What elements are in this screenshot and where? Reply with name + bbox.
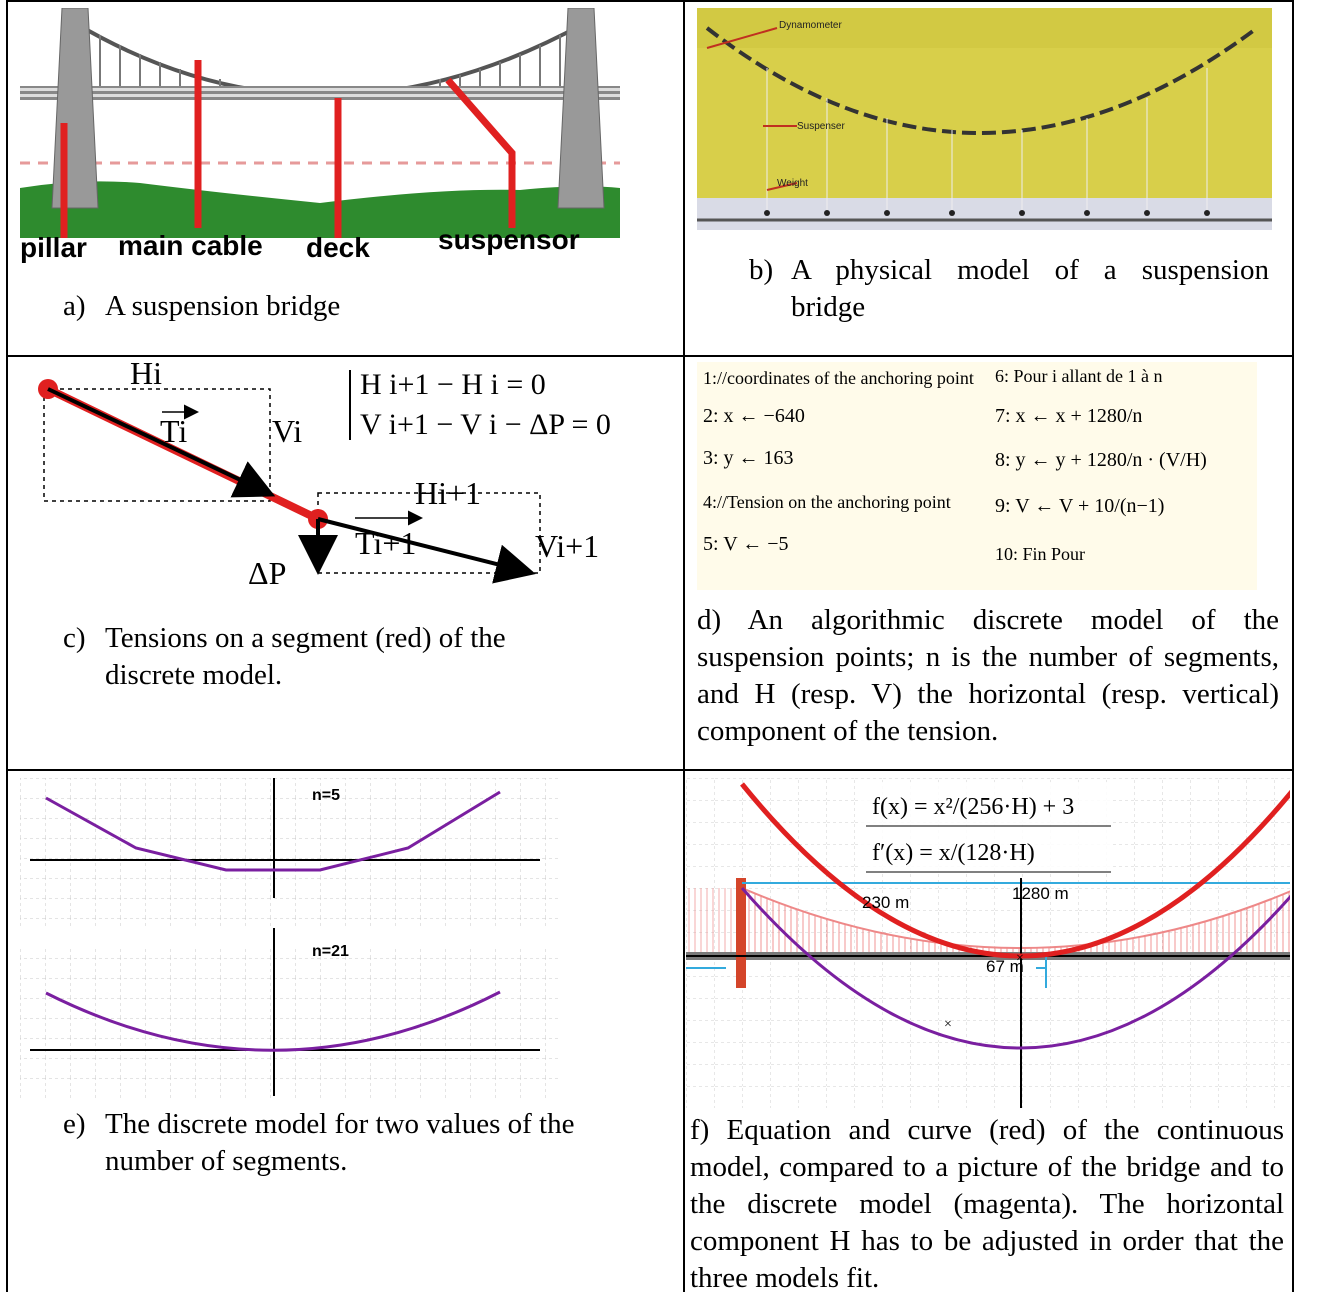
caption-b-line1: A physical model of a suspension: [791, 252, 1269, 289]
algo-line-8: 8: y ← y + 1280/n · (V/H): [995, 450, 1207, 470]
equation-1: H i+1 − H i = 0: [360, 368, 546, 401]
table-border-row1: [6, 355, 1294, 357]
main-cable-line: [75, 23, 585, 96]
algo-line-1: 1://coordinates of the anchoring point: [703, 368, 974, 388]
algo-line-2: 2: x ← −640: [703, 406, 805, 426]
equation-2: V i+1 − V i − ΔP = 0: [360, 408, 611, 441]
label-230m: 230 m: [862, 893, 909, 912]
caption-b: b) A physical model of a suspension brid…: [749, 252, 1269, 326]
algo-line-3: 3: y ← 163: [703, 448, 794, 468]
svg-text:×: ×: [944, 1017, 952, 1032]
caption-a-text: A suspension bridge: [105, 290, 340, 322]
panel-b: Dynamometer Suspenser Weight b) A physic…: [697, 8, 1272, 348]
caption-e-line1: The discrete model for two values of the: [105, 1106, 574, 1143]
panel-f: × × 230 m 1280 m 67 m f(x) = x²/(256·H) …: [686, 778, 1290, 1288]
algo-line-10: 10: Fin Pour: [995, 544, 1085, 564]
caption-e: e) The discrete model for two values of …: [63, 1106, 574, 1180]
label-67m: 67 m: [986, 957, 1024, 976]
plot2-label: n=21: [312, 943, 349, 960]
caption-c-line1: Tensions on a segment (red) of the: [105, 620, 506, 657]
table-border-top: [6, 0, 1294, 2]
label-ti1: Ti+1: [355, 525, 416, 561]
table-border-row2: [6, 769, 1294, 771]
algo-line-5: 5: V ← −5: [703, 534, 789, 554]
label-dp: ΔP: [248, 555, 286, 591]
bridge-labels: pillar main cable deck suspensor: [20, 230, 620, 270]
label-pillar: pillar: [20, 232, 87, 264]
label-hi: Hi: [130, 362, 162, 391]
caption-e-line2: number of segments.: [105, 1143, 574, 1180]
caption-f: f) Equation and curve (red) of the conti…: [690, 1112, 1284, 1297]
label-hi1: Hi+1: [415, 475, 481, 511]
label-weight: Weight: [777, 178, 808, 189]
label-vi: Vi: [272, 413, 302, 449]
algo-line-7: 7: x ← x + 1280/n: [995, 406, 1142, 426]
label-ti: Ti: [160, 413, 187, 449]
table-border-middle: [683, 0, 685, 1292]
table-border-left: [6, 0, 8, 1292]
panel-c: Hi Ti Vi Hi+1 Ti+1 Vi+1 ΔP H i+1 − H i =…: [20, 362, 670, 762]
pillar-left-shape: [52, 8, 98, 208]
caption-c: c) Tensions on a segment (red) of the di…: [63, 620, 506, 694]
label-1280m: 1280 m: [1012, 884, 1069, 903]
label-suspenser: Suspenser: [797, 121, 845, 132]
algo-line-4: 4://Tension on the anchoring point: [703, 492, 951, 512]
table-border-right: [1292, 0, 1294, 1292]
base-plate: [697, 198, 1272, 230]
panel-e: n=5 n=21 e) The discrete model for two v…: [20, 778, 670, 1278]
label-main-cable: main cable: [118, 230, 263, 262]
arrow-ti1: [318, 519, 528, 572]
caption-c-line2: discrete model.: [105, 657, 506, 694]
algorithm-box: 1://coordinates of the anchoring point 2…: [697, 362, 1257, 590]
label-suspensor: suspensor: [438, 224, 580, 256]
algo-line-6: 6: Pour i allant de 1 à n: [995, 366, 1162, 386]
plot1-label: n=5: [312, 787, 340, 804]
tension-diagram: Hi Ti Vi Hi+1 Ti+1 Vi+1 ΔP H i+1 − H i =…: [20, 362, 670, 602]
caption-e-label: e): [63, 1106, 105, 1180]
arrow-ti: [48, 389, 268, 493]
physical-model-photo: Dynamometer Suspenser Weight: [697, 8, 1272, 230]
algo-line-9: 9: V ← V + 10/(n−1): [995, 496, 1164, 516]
pillar-right-shape: [558, 8, 604, 208]
continuous-model-plot: × × 230 m 1280 m 67 m f(x) = x²/(256·H) …: [686, 778, 1290, 1108]
hangers: [100, 35, 560, 88]
caption-d: d) An algorithmic discrete model of the …: [697, 602, 1279, 750]
label-dynamometer: Dynamometer: [779, 20, 842, 31]
label-vi1: Vi+1: [535, 528, 599, 564]
caption-a: a)A suspension bridge: [63, 288, 340, 325]
equation-f: f(x) = x²/(256·H) + 3: [872, 794, 1074, 820]
caption-c-label: c): [63, 620, 105, 694]
caption-b-label: b): [749, 252, 791, 326]
caption-b-line2: bridge: [791, 289, 1269, 326]
panel-d: 1://coordinates of the anchoring point 2…: [697, 362, 1282, 762]
discrete-model-plots: n=5 n=21: [20, 778, 560, 1098]
label-deck: deck: [306, 232, 370, 264]
caption-a-label: a): [63, 288, 105, 325]
panel-a: pillar main cable deck suspensor a)A sus…: [20, 8, 620, 348]
equation-f-prime: f′(x) = x/(128·H): [872, 840, 1035, 866]
